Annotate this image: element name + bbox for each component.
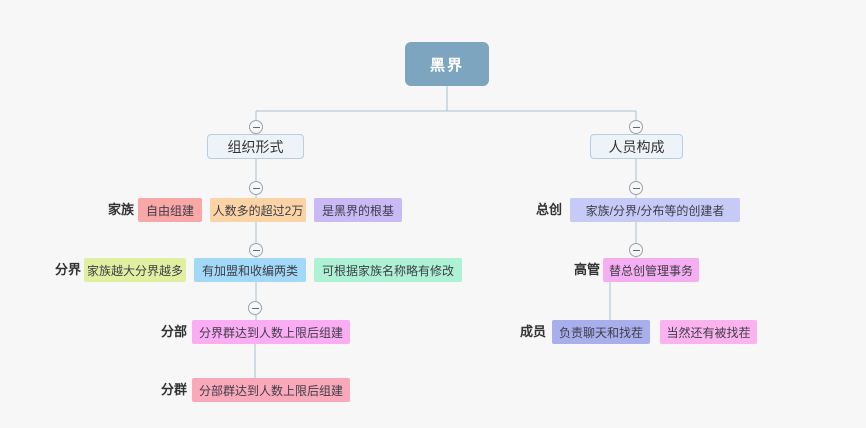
minus-icon <box>252 249 260 251</box>
minus-icon <box>632 187 640 189</box>
collapse-toggle[interactable] <box>248 301 262 315</box>
topic-organization-form[interactable]: 组织形式 <box>207 134 304 159</box>
row-label-executive[interactable]: 高管 <box>573 262 600 277</box>
row-label-member[interactable]: 成员 <box>519 324 546 339</box>
minus-icon <box>632 249 640 251</box>
collapse-toggle[interactable] <box>249 243 263 257</box>
leaf-node[interactable]: 分部群达到人数上限后组建 <box>192 378 350 402</box>
row-label-subgroup[interactable]: 分群 <box>160 382 187 397</box>
leaf-node[interactable]: 家族越大分界越多 <box>84 258 186 282</box>
leaf-node[interactable]: 家族/分界/分布等的创建者 <box>570 198 740 222</box>
leaf-node[interactable]: 负责聊天和找茬 <box>552 320 650 344</box>
leaf-node[interactable]: 人数多的超过2万 <box>210 198 306 222</box>
leaf-node[interactable]: 当然还有被找茬 <box>660 320 757 344</box>
leaf-node[interactable]: 有加盟和收编两类 <box>194 258 306 282</box>
minus-icon <box>632 126 640 128</box>
row-label-division[interactable]: 分部 <box>160 324 187 339</box>
minus-icon <box>251 307 259 309</box>
leaf-node[interactable]: 可根据家族名称略有修改 <box>314 258 462 282</box>
leaf-node[interactable]: 自由组建 <box>138 198 202 222</box>
collapse-toggle[interactable] <box>249 120 263 134</box>
topic-personnel-composition[interactable]: 人员构成 <box>590 134 683 159</box>
leaf-node[interactable]: 是黑界的根基 <box>314 198 402 222</box>
collapse-toggle[interactable] <box>629 243 643 257</box>
minus-icon <box>252 126 260 128</box>
row-label-family[interactable]: 家族 <box>107 202 134 217</box>
leaf-node[interactable]: 替总创管理事务 <box>603 258 699 282</box>
row-label-founder[interactable]: 总创 <box>535 202 562 217</box>
collapse-toggle[interactable] <box>629 181 643 195</box>
minus-icon <box>252 187 260 189</box>
row-label-boundary[interactable]: 分界 <box>54 262 81 277</box>
root-topic[interactable]: 黑界 <box>405 42 489 86</box>
collapse-toggle[interactable] <box>629 120 643 134</box>
leaf-node[interactable]: 分界群达到人数上限后组建 <box>192 320 350 344</box>
collapse-toggle[interactable] <box>249 181 263 195</box>
